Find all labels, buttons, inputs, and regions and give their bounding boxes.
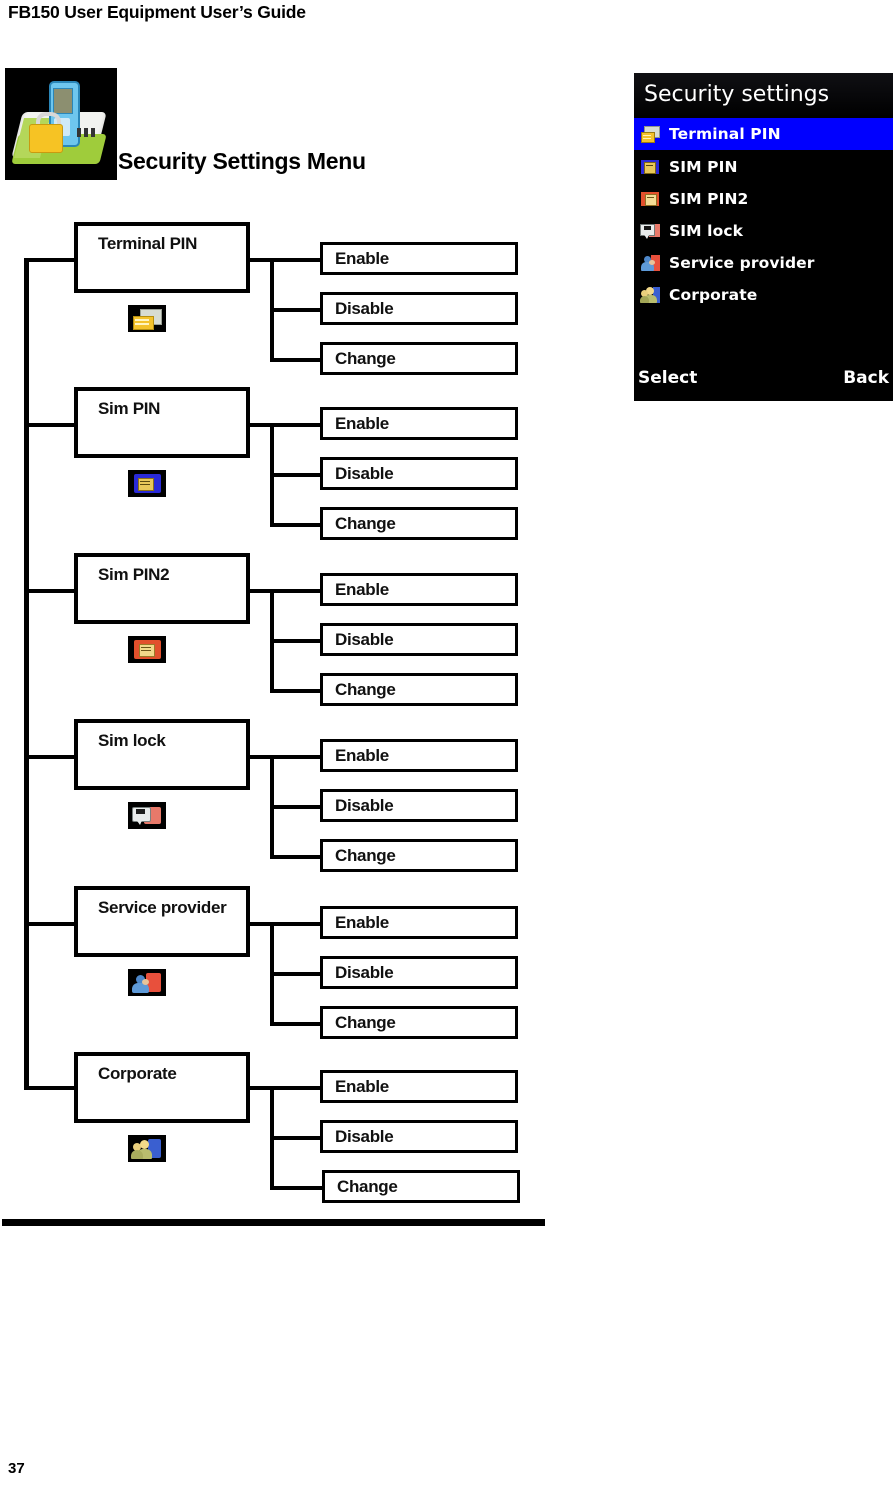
branch-stub	[270, 308, 322, 312]
option-box-enable[interactable]: Enable	[320, 573, 518, 606]
option-box-disable[interactable]: Disable	[320, 1120, 518, 1153]
device-menu-item-label: Service provider	[669, 254, 815, 272]
branch-connector	[248, 423, 274, 427]
flowchart-node-sim-lock[interactable]: Sim lock	[74, 719, 250, 790]
branch-stub	[270, 755, 322, 759]
option-box-change[interactable]: Change	[320, 342, 518, 375]
flowchart-main-trunk	[24, 258, 29, 1086]
branch-stub	[270, 689, 322, 693]
node-label: Sim lock	[98, 731, 166, 750]
corporate-icon	[128, 1135, 166, 1162]
device-menu-item-label: SIM PIN2	[669, 190, 749, 208]
sim-lock-icon	[128, 802, 166, 829]
page-number: 37	[8, 1460, 25, 1477]
branch-stub	[270, 589, 322, 593]
branch-stub	[270, 358, 322, 362]
option-box-enable[interactable]: Enable	[320, 739, 518, 772]
option-box-change[interactable]: Change	[320, 839, 518, 872]
device-screen-screenshot: Security settings Terminal PIN SIM PIN S…	[634, 73, 893, 401]
branch-stub	[270, 855, 322, 859]
option-box-enable[interactable]: Enable	[320, 242, 518, 275]
trunk-stub	[24, 258, 76, 262]
device-menu-item-terminal-pin[interactable]: Terminal PIN	[634, 118, 893, 150]
service-provider-icon	[640, 254, 660, 272]
node-label: Terminal PIN	[98, 234, 198, 253]
terminal-pin-icon	[128, 305, 166, 332]
branch-stub	[270, 523, 322, 527]
node-label: Service provider	[98, 898, 227, 917]
branch-connector	[248, 258, 274, 262]
terminal-pin-icon	[640, 125, 660, 143]
section-title: Security Settings Menu	[118, 148, 366, 174]
flowchart-node-corporate[interactable]: Corporate	[74, 1052, 250, 1123]
sim-lock-icon	[640, 222, 660, 240]
sim-pin-icon	[640, 158, 660, 176]
softkey-select[interactable]: Select	[638, 368, 698, 388]
trunk-stub	[24, 922, 76, 926]
trunk-stub	[24, 755, 76, 759]
node-label: Corporate	[98, 1064, 177, 1083]
service-provider-icon	[128, 969, 166, 996]
branch-stub	[270, 473, 322, 477]
option-box-disable[interactable]: Disable	[320, 457, 518, 490]
device-menu-item-label: SIM lock	[669, 222, 744, 240]
node-label: Sim PIN	[98, 399, 161, 418]
device-menu-item-corporate[interactable]: Corporate	[634, 279, 893, 311]
sim-pin2-icon	[128, 636, 166, 663]
security-settings-flowchart: Terminal PIN Enable Disable Change Sim P…	[0, 205, 560, 1225]
option-box-change[interactable]: Change	[320, 1006, 518, 1039]
option-box-disable[interactable]: Disable	[320, 956, 518, 989]
branch-stub	[270, 423, 322, 427]
device-menu-item-label: Terminal PIN	[669, 125, 781, 143]
option-box-enable[interactable]: Enable	[320, 906, 518, 939]
branch-connector	[248, 755, 274, 759]
security-settings-icon	[5, 68, 117, 180]
branch-stub	[270, 1186, 322, 1190]
option-box-change[interactable]: Change	[320, 673, 518, 706]
document-header-title: FB150 User Equipment User’s Guide	[8, 2, 306, 22]
flowchart-node-terminal-pin[interactable]: Terminal PIN	[74, 222, 250, 293]
device-screen-title: Security settings	[634, 73, 893, 117]
device-menu-item-sim-lock[interactable]: SIM lock	[634, 215, 893, 247]
flowchart-node-service-provider[interactable]: Service provider	[74, 886, 250, 957]
option-box-change[interactable]: Change	[322, 1170, 520, 1203]
branch-stub	[270, 922, 322, 926]
flowchart-node-sim-pin[interactable]: Sim PIN	[74, 387, 250, 458]
section-heading-block: Security Settings Menu	[5, 68, 435, 186]
sim-pin2-icon	[640, 190, 660, 208]
softkey-back[interactable]: Back	[843, 368, 889, 388]
branch-stub	[270, 639, 322, 643]
node-label: Sim PIN2	[98, 565, 170, 584]
branch-stub	[270, 972, 322, 976]
branch-connector	[248, 589, 274, 593]
device-menu-item-sim-pin2[interactable]: SIM PIN2	[634, 183, 893, 215]
trunk-stub	[24, 1086, 76, 1090]
horizontal-rule	[2, 1219, 545, 1226]
flowchart-node-sim-pin2[interactable]: Sim PIN2	[74, 553, 250, 624]
branch-stub	[270, 1022, 322, 1026]
device-softkey-bar: Select Back	[634, 365, 893, 391]
option-box-disable[interactable]: Disable	[320, 623, 518, 656]
device-menu-item-label: SIM PIN	[669, 158, 738, 176]
corporate-icon	[640, 286, 660, 304]
trunk-stub	[24, 423, 76, 427]
device-menu-item-service-provider[interactable]: Service provider	[634, 247, 893, 279]
branch-connector	[248, 922, 274, 926]
option-box-disable[interactable]: Disable	[320, 789, 518, 822]
option-box-enable[interactable]: Enable	[320, 1070, 518, 1103]
branch-stub	[270, 1086, 322, 1090]
option-box-disable[interactable]: Disable	[320, 292, 518, 325]
branch-stub	[270, 258, 322, 262]
option-box-enable[interactable]: Enable	[320, 407, 518, 440]
branch-connector	[248, 1086, 274, 1090]
branch-stub	[270, 805, 322, 809]
option-box-change[interactable]: Change	[320, 507, 518, 540]
device-menu-item-sim-pin[interactable]: SIM PIN	[634, 151, 893, 183]
trunk-stub	[24, 589, 76, 593]
branch-stub	[270, 1136, 322, 1140]
device-menu-item-label: Corporate	[669, 286, 758, 304]
sim-pin-icon	[128, 470, 166, 497]
